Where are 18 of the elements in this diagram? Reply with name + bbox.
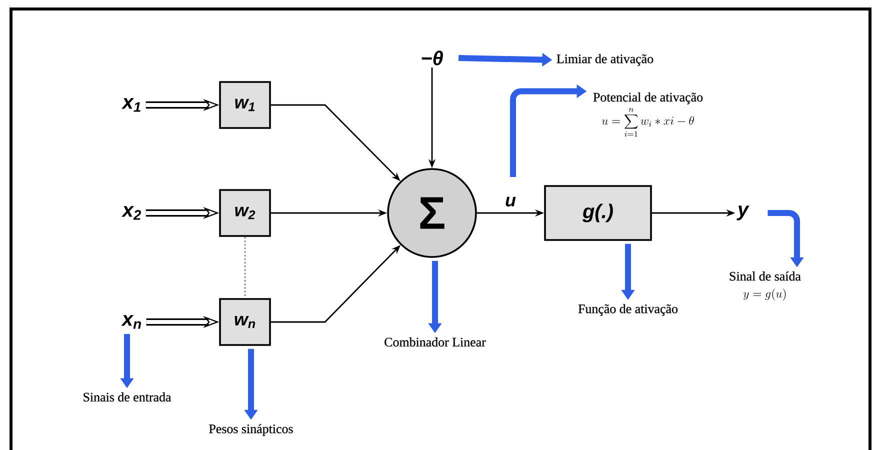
edge-label: u — [506, 196, 516, 206]
annotation-text: Sinal de saída $y = g(u)$ — [730, 271, 801, 300]
weight-box: w$_{2}$ — [219, 189, 271, 237]
annotation-text: Função de ativação — [578, 304, 678, 316]
dotted-line — [244, 236, 246, 298]
annotation-text: Combinador Linear — [384, 337, 486, 347]
annotation-text: Sinais de entrada — [84, 392, 172, 402]
weight-box: w$_{n}$ — [219, 298, 271, 346]
symbol-label: x$_{1}$ — [121, 98, 140, 112]
symbol-label: x$_{2}$ — [121, 206, 142, 220]
annotation-text: Pesos sinápticos — [209, 424, 293, 436]
symbol-label: −θ — [422, 50, 443, 66]
annotation-text: Potencial de ativação $u = \sum_{i=1}^{n} w_i * xi - \theta$ — [593, 92, 703, 137]
activation-function-box: g(.) — [544, 185, 652, 241]
symbol-label: x$_{n}$ — [121, 315, 141, 329]
weight-box: w$_{1}$ — [219, 81, 271, 129]
annotation-text: Limiar de ativação — [556, 54, 654, 66]
symbol-label: y — [736, 206, 750, 220]
